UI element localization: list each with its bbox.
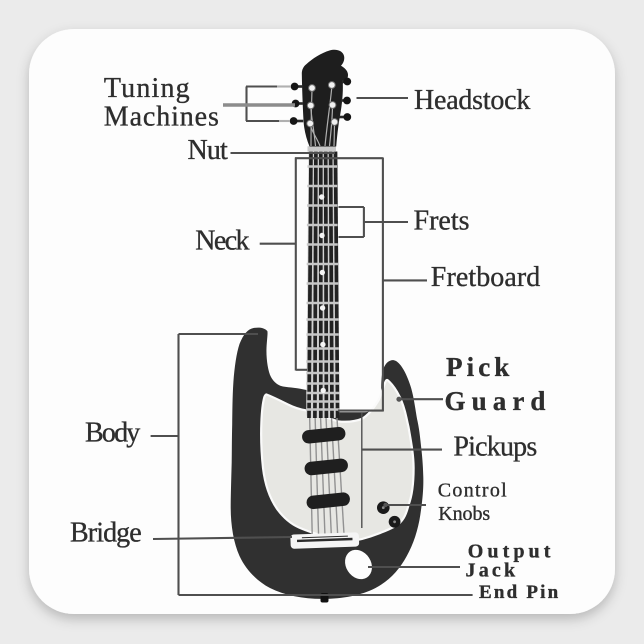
svg-text:Guard: Guard <box>445 386 552 416</box>
svg-text:Pick: Pick <box>446 352 513 382</box>
svg-text:Bridge: Bridge <box>70 518 141 549</box>
svg-text:Frets: Frets <box>414 206 470 237</box>
svg-text:Control: Control <box>438 480 508 502</box>
svg-text:Body: Body <box>85 418 140 449</box>
svg-text:Output: Output <box>468 541 555 563</box>
svg-text:Headstock: Headstock <box>414 85 530 116</box>
svg-text:End Pin: End Pin <box>479 582 560 603</box>
svg-text:Knobs: Knobs <box>438 503 490 525</box>
svg-text:Fretboard: Fretboard <box>431 262 541 293</box>
svg-text:Machines: Machines <box>104 101 220 132</box>
svg-text:Pickups: Pickups <box>453 431 536 462</box>
svg-text:Jack: Jack <box>466 559 519 581</box>
svg-text:Tuning: Tuning <box>104 73 191 104</box>
svg-text:Nut: Nut <box>188 135 228 166</box>
svg-text:Neck: Neck <box>195 226 249 257</box>
